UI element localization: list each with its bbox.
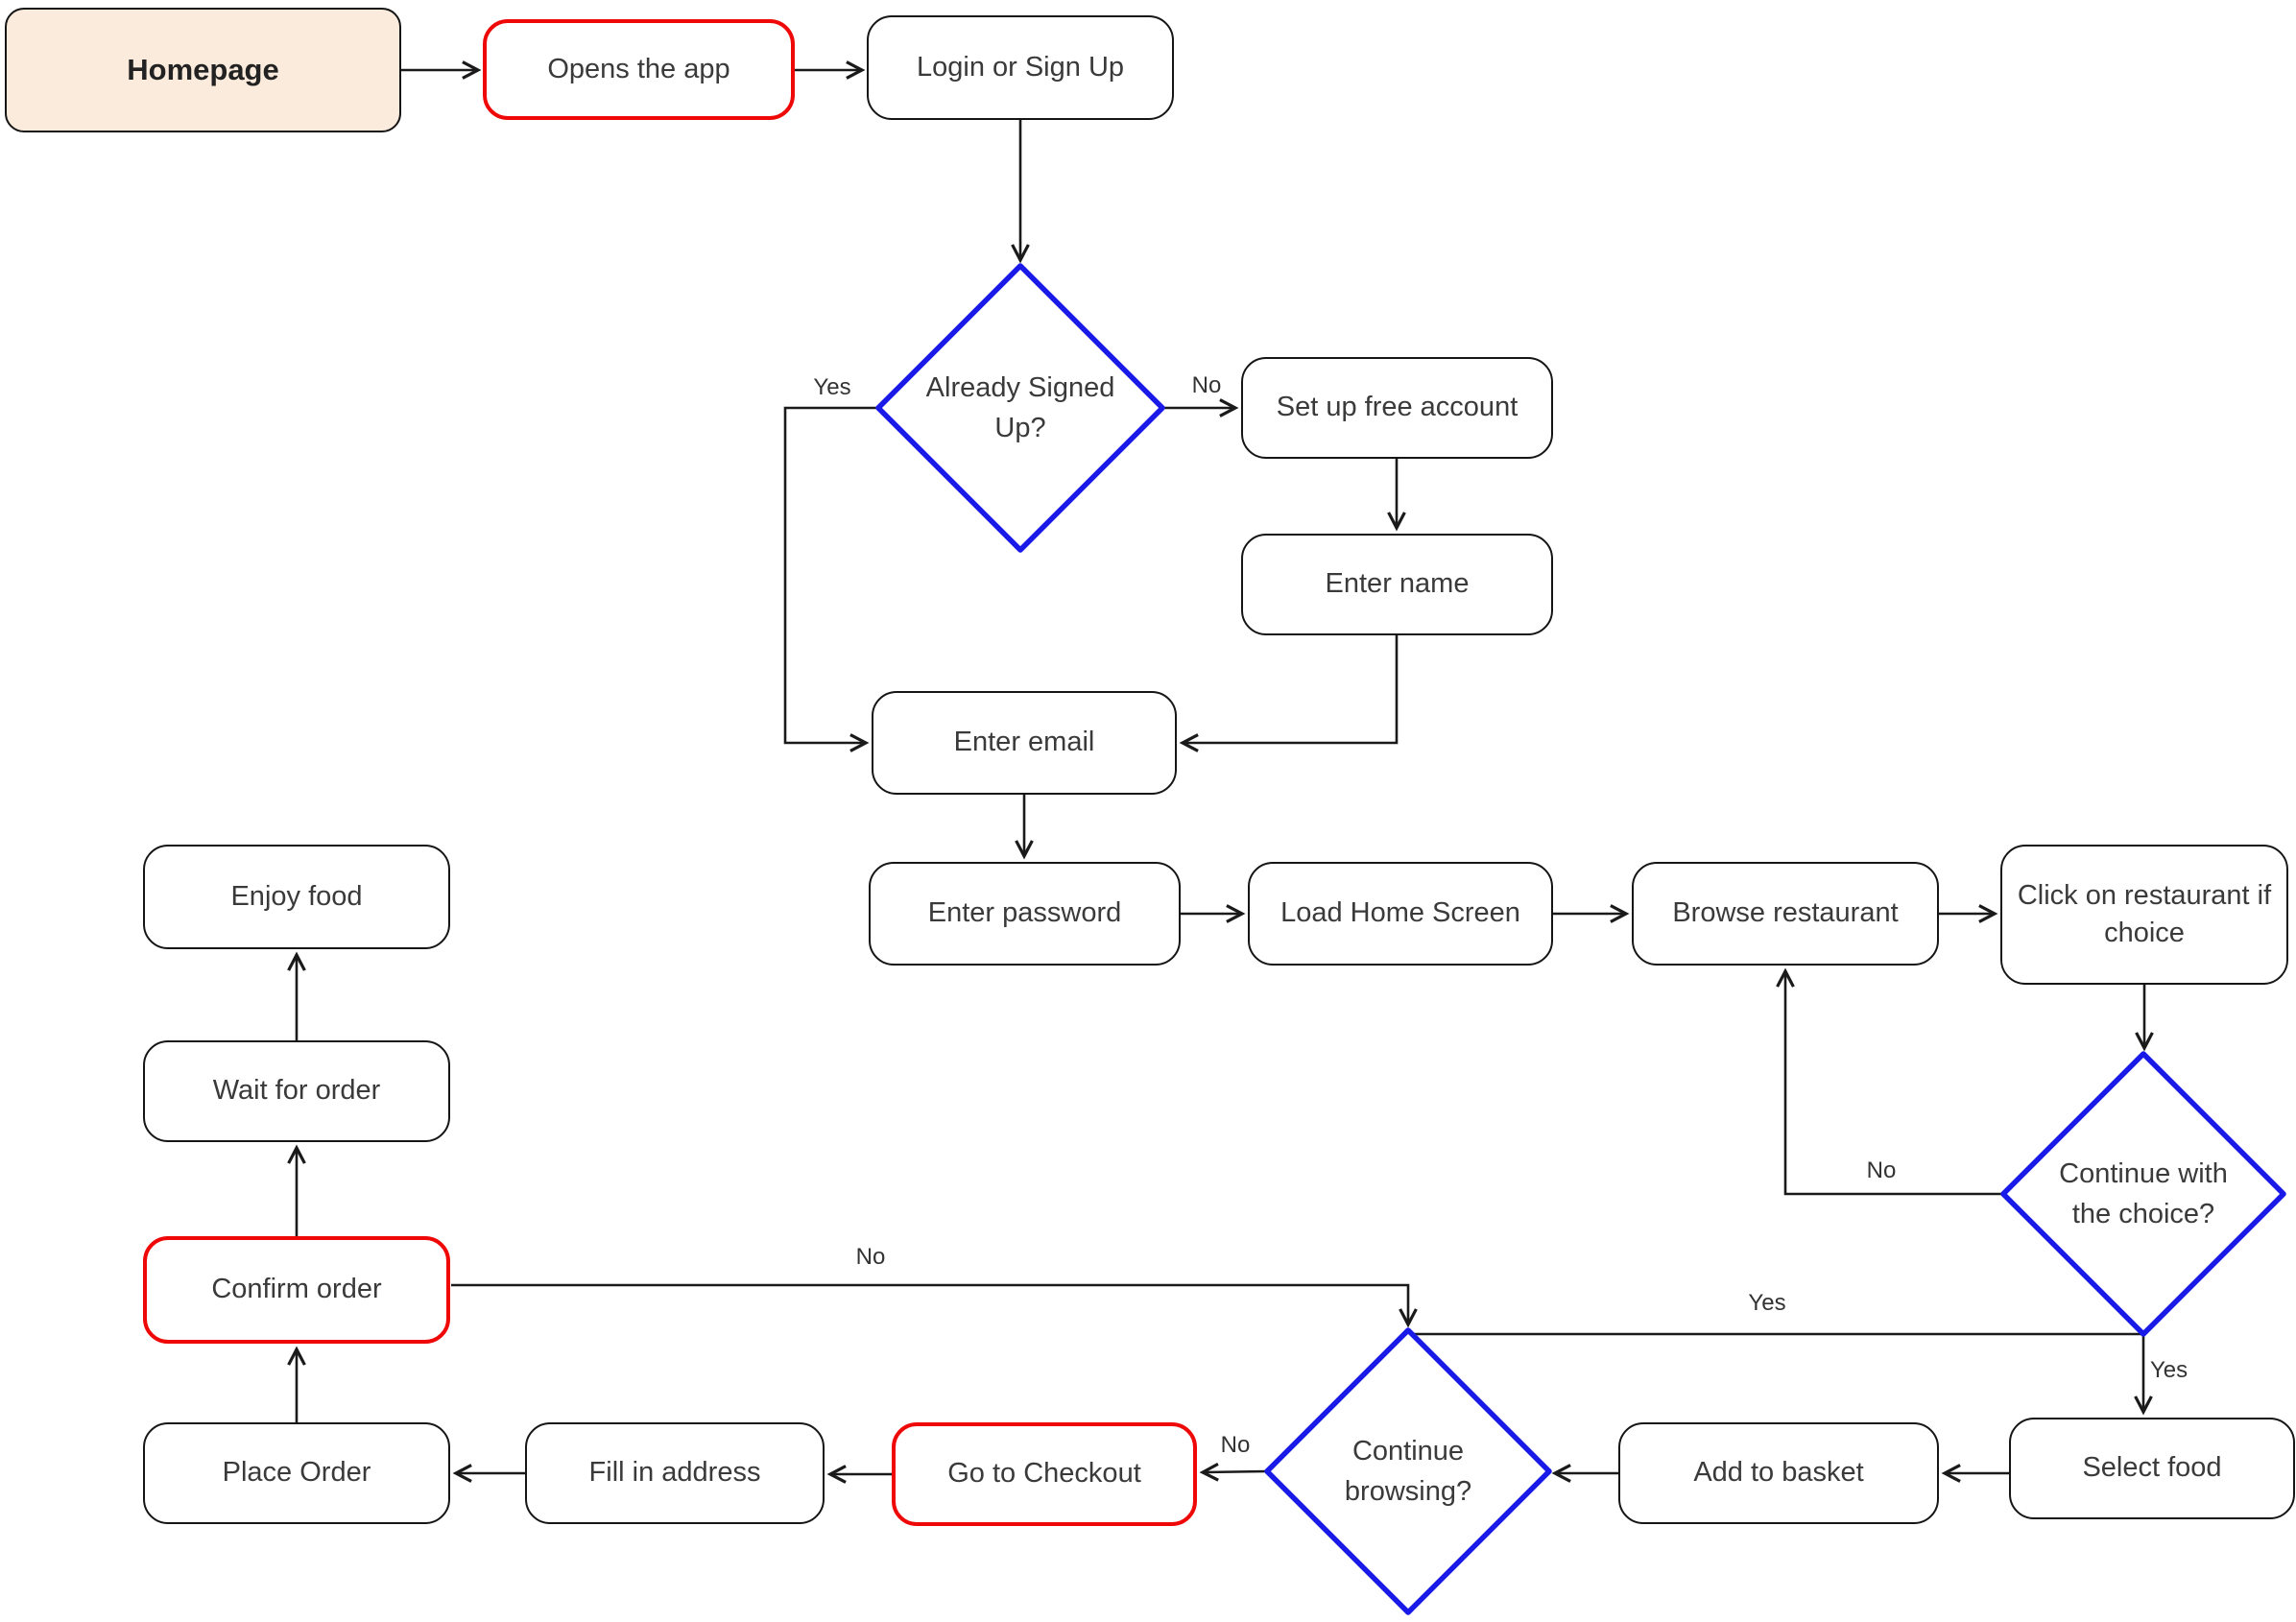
node-enter-email[interactable]: Enter email bbox=[872, 691, 1177, 795]
decision-already-signed-up-shape[interactable] bbox=[875, 263, 1165, 553]
edge-label-continue-choice-yes-select: Yes bbox=[2150, 1357, 2188, 1383]
edge-label-already-signed-yes: Yes bbox=[813, 374, 851, 400]
node-enter-email-label: Enter email bbox=[953, 727, 1095, 758]
node-add-to-basket-label: Add to basket bbox=[1693, 1457, 1864, 1489]
node-homepage-label: Homepage bbox=[127, 53, 279, 87]
node-enter-password-label: Enter password bbox=[927, 897, 1122, 929]
node-set-up-free-account-label: Set up free account bbox=[1276, 392, 1519, 423]
edge-enter-name-to-enter-email bbox=[1179, 635, 1399, 752]
node-wait-for-order-label: Wait for order bbox=[212, 1075, 381, 1107]
edge-label-continue-browsing-no: No bbox=[1220, 1432, 1251, 1458]
decision-already-signed-up-label: Already Signed Up? bbox=[896, 350, 1145, 465]
node-select-food-label: Select food bbox=[2082, 1452, 2222, 1484]
node-login-or-sign-up-label: Login or Sign Up bbox=[916, 51, 1125, 83]
edge-already-signed-yes-to-enter-email bbox=[783, 406, 878, 752]
edge-continue-browsing-no-to-checkout bbox=[1199, 1462, 1268, 1482]
edge-continue-choice-no-to-browse bbox=[1776, 967, 2003, 1196]
node-click-on-restaurant-line1: Click on restaurant if bbox=[2017, 879, 2272, 911]
node-login-or-sign-up[interactable]: Login or Sign Up bbox=[867, 15, 1174, 120]
node-wait-for-order[interactable]: Wait for order bbox=[143, 1040, 450, 1142]
edge-confirm-order-no-to-continue-browsing bbox=[451, 1283, 1418, 1328]
node-enter-name[interactable]: Enter name bbox=[1241, 534, 1553, 635]
decision-continue-browsing-label: Continue browsing? bbox=[1283, 1414, 1533, 1529]
node-add-to-basket[interactable]: Add to basket bbox=[1618, 1422, 1939, 1524]
node-fill-in-address[interactable]: Fill in address bbox=[525, 1422, 825, 1524]
node-place-order[interactable]: Place Order bbox=[143, 1422, 450, 1524]
decision-already-signed-up-line2: Up? bbox=[994, 413, 1046, 443]
node-set-up-free-account[interactable]: Set up free account bbox=[1241, 357, 1553, 459]
node-opens-the-app-label: Opens the app bbox=[547, 53, 730, 84]
decision-continue-browsing-shape[interactable] bbox=[1264, 1327, 1552, 1615]
node-confirm-order-label: Confirm order bbox=[211, 1274, 382, 1305]
node-enter-name-label: Enter name bbox=[1325, 568, 1470, 600]
node-enjoy-food[interactable]: Enjoy food bbox=[143, 845, 450, 949]
node-load-home-screen-label: Load Home Screen bbox=[1280, 897, 1520, 929]
node-browse-restaurant-label: Browse restaurant bbox=[1672, 897, 1899, 929]
node-click-on-restaurant-line2: choice bbox=[2104, 918, 2185, 948]
node-opens-the-app[interactable]: Opens the app bbox=[483, 19, 795, 120]
node-browse-restaurant[interactable]: Browse restaurant bbox=[1632, 862, 1939, 966]
node-go-to-checkout[interactable]: Go to Checkout bbox=[892, 1422, 1197, 1526]
decision-continue-browsing-line2: browsing? bbox=[1344, 1476, 1472, 1507]
decision-continue-with-choice-label: Continue with the choice? bbox=[2019, 1136, 2268, 1252]
node-enjoy-food-label: Enjoy food bbox=[230, 880, 363, 912]
node-confirm-order[interactable]: Confirm order bbox=[143, 1236, 450, 1344]
decision-continue-with-choice-line2: the choice? bbox=[2071, 1199, 2215, 1229]
decision-continue-browsing-line1: Continue bbox=[1351, 1435, 1465, 1467]
node-go-to-checkout-label: Go to Checkout bbox=[947, 1458, 1141, 1490]
node-enter-password[interactable]: Enter password bbox=[869, 862, 1181, 966]
decision-continue-with-choice-line1: Continue with bbox=[2059, 1157, 2228, 1189]
edge-label-continue-choice-no: No bbox=[1866, 1157, 1897, 1183]
node-click-on-restaurant[interactable]: Click on restaurant if choice bbox=[2000, 845, 2288, 985]
node-homepage[interactable]: Homepage bbox=[5, 8, 401, 132]
node-place-order-label: Place Order bbox=[222, 1457, 371, 1489]
edge-label-continue-choice-yes-browse: Yes bbox=[1748, 1290, 1786, 1316]
edge-label-already-signed-no: No bbox=[1191, 372, 1222, 398]
edge-label-confirm-order-no: No bbox=[855, 1244, 886, 1270]
decision-already-signed-up-line1: Already Signed bbox=[925, 371, 1115, 403]
node-fill-in-address-label: Fill in address bbox=[588, 1457, 761, 1489]
node-select-food[interactable]: Select food bbox=[2009, 1418, 2295, 1519]
decision-continue-with-choice-shape[interactable] bbox=[2000, 1051, 2286, 1337]
node-load-home-screen[interactable]: Load Home Screen bbox=[1248, 862, 1553, 966]
